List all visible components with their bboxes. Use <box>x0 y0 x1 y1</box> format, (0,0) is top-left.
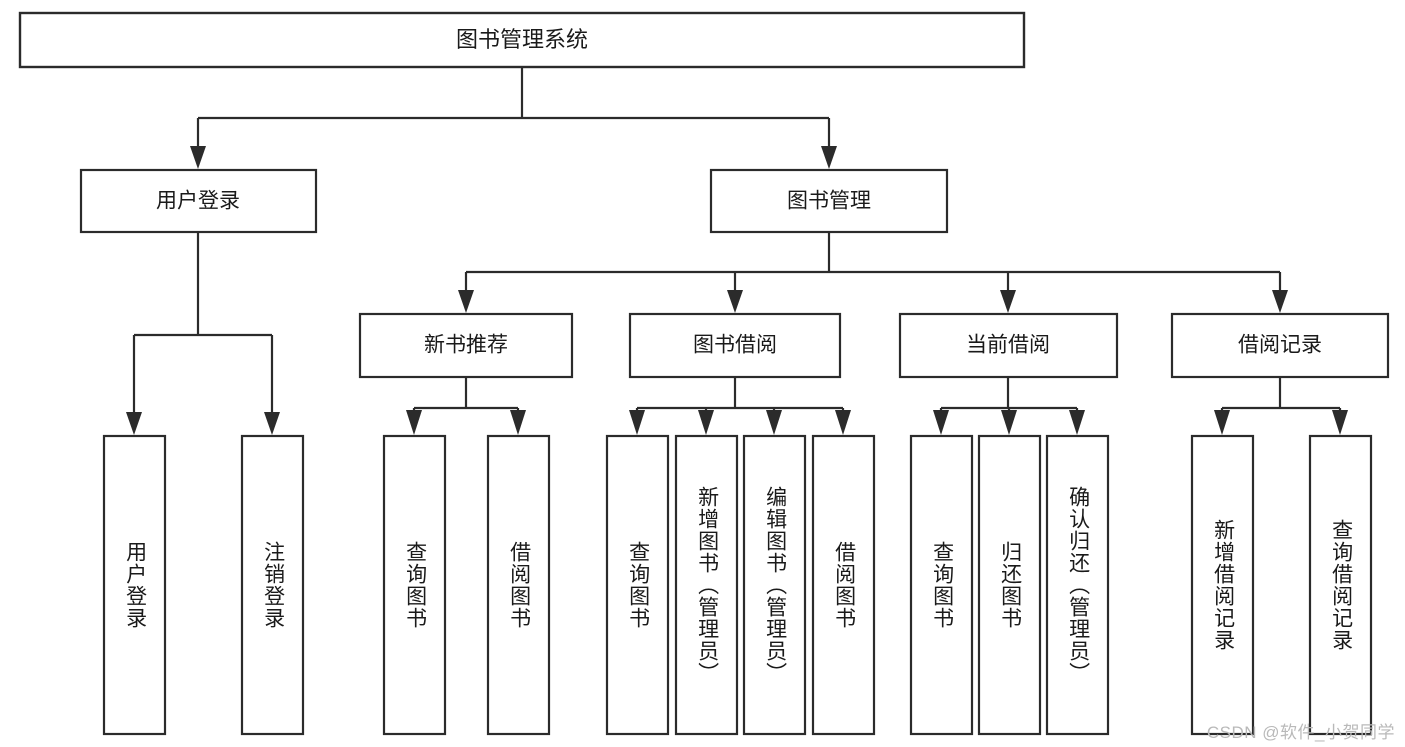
arrow-to-leaf-user-login <box>126 412 142 435</box>
arrow-to-book-manage <box>821 146 837 169</box>
node-user-login-label: 用户登录 <box>156 190 240 213</box>
node-layer: 图书管理系统 用户登录 图书管理 新书推荐 图书借阅 当前借阅 借阅记录 <box>18 11 1390 736</box>
leaf-box-book-borrow-1[interactable] <box>674 434 739 736</box>
node-book-borrow-box[interactable] <box>628 312 842 379</box>
arrow-to-borrow-record <box>1272 290 1288 313</box>
connector-layer <box>126 67 1348 435</box>
arrow-to-leaf-nb-query <box>406 410 422 435</box>
leaf-box-new-book-rec-1[interactable] <box>486 434 551 736</box>
leaf-box-book-borrow-0[interactable] <box>605 434 670 736</box>
node-borrow-record-box[interactable] <box>1170 312 1390 379</box>
leaf-box-current-borrow-0[interactable] <box>909 434 974 736</box>
arrow-to-leaf-bb-add <box>698 410 714 435</box>
arrow-to-leaf-logout <box>264 412 280 435</box>
arrow-to-leaf-br-add <box>1214 410 1230 435</box>
arrow-to-leaf-bb-query <box>629 410 645 435</box>
node-book-manage-box[interactable] <box>709 168 949 234</box>
leaf-box-borrow-record-1[interactable] <box>1308 434 1373 736</box>
node-new-book-rec-box[interactable] <box>358 312 574 379</box>
node-book-borrow-label: 图书借阅 <box>693 334 777 357</box>
arrow-to-leaf-br-query <box>1332 410 1348 435</box>
arrow-to-leaf-bb-borrow <box>835 410 851 435</box>
node-root-box[interactable] <box>18 11 1026 69</box>
leaf-box-new-book-rec-0[interactable] <box>382 434 447 736</box>
leaf-box-book-borrow-2[interactable] <box>742 434 807 736</box>
arrow-to-book-borrow <box>727 290 743 313</box>
node-root-label: 图书管理系统 <box>456 27 588 52</box>
node-borrow-record-label: 借阅记录 <box>1238 334 1322 357</box>
node-new-book-rec-label: 新书推荐 <box>424 334 508 357</box>
arrow-to-current-borrow <box>1000 290 1016 313</box>
leaf-box-current-borrow-1[interactable] <box>977 434 1042 736</box>
leaf-box-book-borrow-3[interactable] <box>811 434 876 736</box>
arrow-to-leaf-cb-return <box>1001 410 1017 435</box>
leaf-box-current-borrow-2[interactable] <box>1045 434 1110 736</box>
arrow-to-leaf-bb-edit <box>766 410 782 435</box>
leaf-box-borrow-record-0[interactable] <box>1190 434 1255 736</box>
node-current-borrow-label: 当前借阅 <box>966 334 1050 357</box>
node-current-borrow-box[interactable] <box>898 312 1119 379</box>
arrow-to-user-login <box>190 146 206 169</box>
node-book-manage-label: 图书管理 <box>787 190 871 213</box>
arrow-to-new-book-rec <box>458 290 474 313</box>
leaf-box-user-login-1[interactable] <box>240 434 305 736</box>
arrow-to-leaf-cb-confirm <box>1069 410 1085 435</box>
node-user-login-box[interactable] <box>79 168 318 234</box>
arrow-to-leaf-nb-borrow <box>510 410 526 435</box>
leaf-box-user-login-0[interactable] <box>102 434 167 736</box>
arrow-to-leaf-cb-query <box>933 410 949 435</box>
